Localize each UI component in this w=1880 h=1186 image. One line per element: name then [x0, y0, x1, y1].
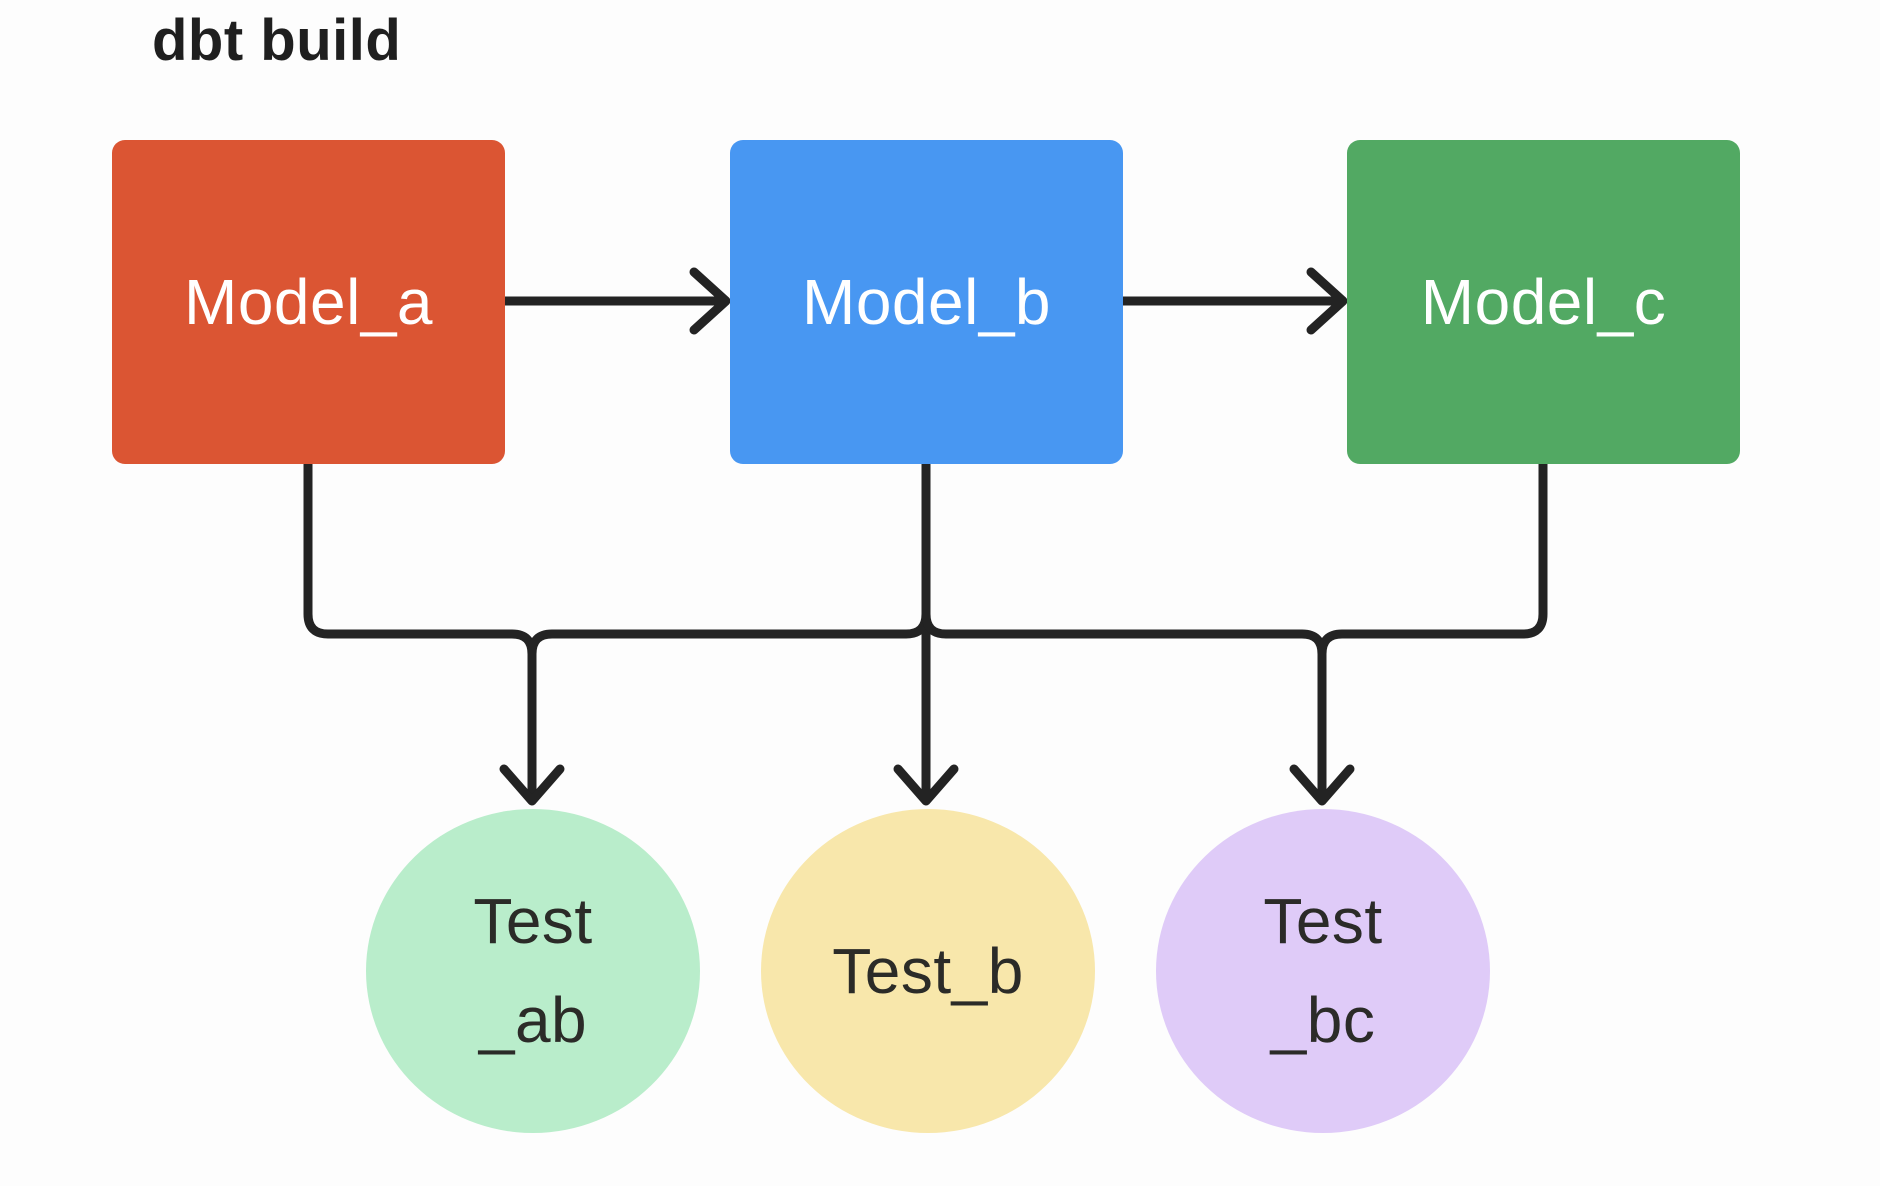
node-test-ab-label-line1: Test — [473, 885, 593, 957]
arrowhead-into-test-b — [893, 764, 959, 806]
node-test-b-label: Test_b — [832, 934, 1024, 1007]
arrowhead-into-model-b — [689, 267, 731, 335]
arrowhead-into-test-bc — [1289, 764, 1355, 806]
node-test-ab: Test _ab — [366, 809, 700, 1133]
node-model-c: Model_c — [1347, 140, 1740, 464]
diagram-title: dbt build — [152, 8, 402, 73]
node-model-b: Model_b — [730, 140, 1123, 464]
edge-model-a-to-test-ab — [303, 459, 537, 798]
edge-model-b-to-test-ab — [527, 459, 931, 798]
node-model-c-label: Model_c — [1420, 266, 1667, 338]
node-test-bc-label-line1: Test — [1263, 885, 1383, 957]
node-model-a-label: Model_a — [184, 266, 433, 338]
node-model-b-label: Model_b — [802, 266, 1051, 338]
node-model-a: Model_a — [112, 140, 505, 464]
node-test-bc-label-line2: _bc — [1270, 984, 1376, 1056]
edge-model-c-to-test-bc — [1317, 459, 1548, 798]
edge-model-b-to-test-bc — [921, 459, 1327, 798]
node-test-bc: Test _bc — [1156, 809, 1490, 1133]
node-test-b: Test_b — [761, 809, 1095, 1133]
node-test-ab-label-line2: _ab — [478, 984, 588, 1056]
arrowhead-into-test-ab — [499, 764, 565, 806]
arrowhead-into-model-c — [1306, 267, 1348, 335]
